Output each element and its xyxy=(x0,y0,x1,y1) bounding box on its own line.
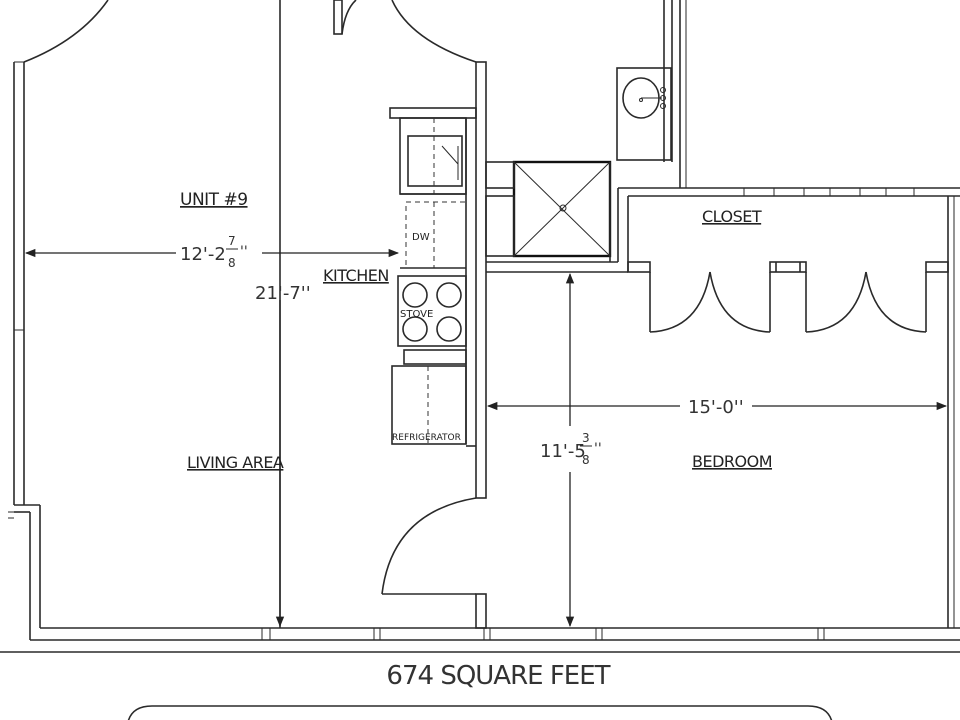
dim-bedroom-width: 15'-0'' xyxy=(688,397,744,418)
dim-living-width-tail: '' xyxy=(240,244,248,260)
dim-bedroom-depth-main: 11'-5 xyxy=(540,441,586,462)
dimension-lines xyxy=(24,248,948,628)
closet xyxy=(618,187,960,333)
refrigerator-label: REFRIGERATOR xyxy=(392,433,461,443)
dim-living-width-num: 7 xyxy=(228,234,236,248)
exterior-walls xyxy=(0,61,960,653)
bedroom-label: BEDROOM xyxy=(692,452,772,471)
total-area-label: 674 SQUARE FEET xyxy=(386,661,610,691)
dim-living-length: 21'-7'' xyxy=(255,283,311,304)
center-partition xyxy=(381,61,487,629)
unit-label: UNIT #9 xyxy=(180,190,248,210)
dim-living-width-den: 8 xyxy=(228,256,236,270)
bathroom xyxy=(485,0,687,273)
kitchen-sink xyxy=(407,135,463,187)
sink-counter xyxy=(616,67,672,161)
dishwasher-label: DW xyxy=(412,232,430,243)
kitchen xyxy=(389,107,477,447)
dim-bedroom-depth-num: 3 xyxy=(582,431,590,445)
dim-living-width: 12'-2 7 8 '' xyxy=(180,234,248,270)
stove xyxy=(397,275,467,347)
refrigerator xyxy=(391,365,467,445)
title-block-frame xyxy=(127,705,833,720)
kitchen-label: KITCHEN xyxy=(323,266,389,285)
dim-bedroom-depth: 11'-5 3 8 '' xyxy=(540,431,602,467)
dim-bedroom-depth-tail: '' xyxy=(594,441,602,457)
dim-bedroom-depth-den: 8 xyxy=(582,453,590,467)
stove-label: STOVE xyxy=(400,309,433,320)
closet-label: CLOSET xyxy=(702,207,762,226)
living-area-label: LIVING AREA xyxy=(187,453,284,472)
dim-living-width-main: 12'-2 xyxy=(180,244,226,265)
